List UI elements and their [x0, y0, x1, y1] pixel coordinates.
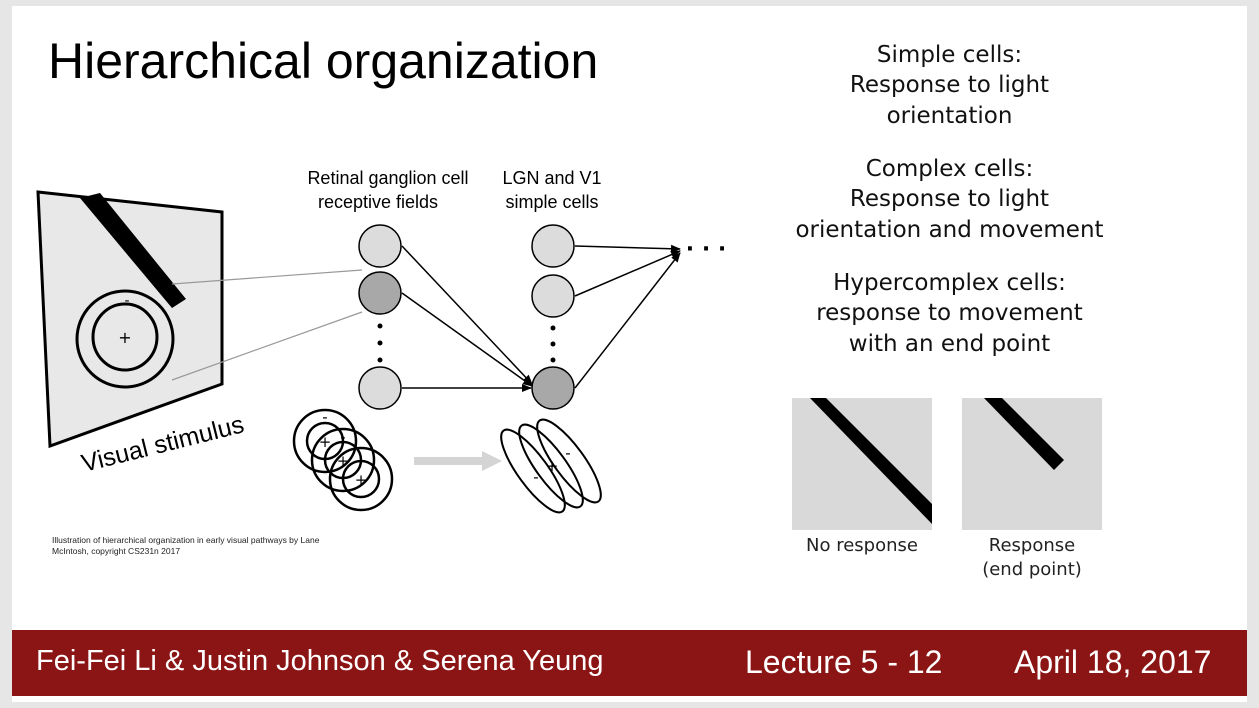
simple-cell-3: [531, 366, 575, 410]
ganglion-cell-3: [358, 366, 402, 410]
footer-bar: Fei-Fei Li & Justin Johnson & Serena Yeu…: [12, 630, 1247, 696]
complex-cells-heading: Complex cells:: [865, 156, 1034, 182]
footer-lecture-number: Lecture 5 - 12: [745, 644, 943, 680]
svg-text:-: -: [322, 408, 327, 426]
simple-cell-1: [531, 224, 575, 268]
svg-text:+: +: [319, 433, 332, 451]
end-point-response-example: [962, 398, 1102, 530]
ganglion-cell-2: [358, 271, 402, 315]
no-response-label: No response: [806, 535, 918, 556]
response-examples: No response Response(end point): [792, 398, 1112, 598]
simple-cell-2: [531, 274, 575, 318]
column1-label-line1: Retinal ganglion cell: [307, 168, 468, 188]
slide-title: Hierarchical organization: [48, 33, 599, 89]
simple-cells-heading: Simple cells:: [876, 42, 1023, 68]
column1-label-line2: receptive fields: [318, 192, 438, 212]
center-plus-sign: +: [118, 328, 131, 347]
hypercomplex-cells-heading: Hypercomplex cells:: [833, 270, 1066, 296]
center-minus-sign: -: [124, 293, 129, 309]
column2-label-line1: LGN and V1: [502, 168, 601, 188]
svg-text:-: -: [340, 428, 345, 446]
footer-authors: Fei-Fei Li & Justin Johnson & Serena Yeu…: [36, 645, 604, 677]
response-end-point-label: Response(end point): [982, 535, 1082, 580]
column2-label-line2: simple cells: [505, 192, 598, 212]
ganglion-cell-1: [358, 224, 402, 268]
image-credit-caption: Illustration of hierarchical organizatio…: [52, 535, 320, 556]
svg-text:+: +: [355, 471, 368, 489]
svg-text:+: +: [546, 457, 559, 475]
svg-text:+: +: [337, 452, 350, 470]
receptive-field-cluster: [292, 408, 394, 512]
hypercomplex-cells-block: Hypercomplex cells: response to movement…: [782, 268, 1117, 360]
oriented-receptive-field: [500, 418, 602, 514]
slide: Hierarchical organization + - Visual sti…: [12, 6, 1247, 702]
visual-stimulus-screen: + - Visual stimulus: [36, 190, 247, 478]
svg-text:-: -: [533, 468, 538, 486]
footer-date: April 18, 2017: [1014, 644, 1212, 680]
no-response-example: [792, 398, 932, 530]
svg-text:-: -: [565, 444, 570, 462]
hierarchy-diagram: + - Visual stimulus Retinal ganglion cel…: [36, 168, 726, 514]
continuation-ellipsis: · · ·: [686, 237, 726, 262]
